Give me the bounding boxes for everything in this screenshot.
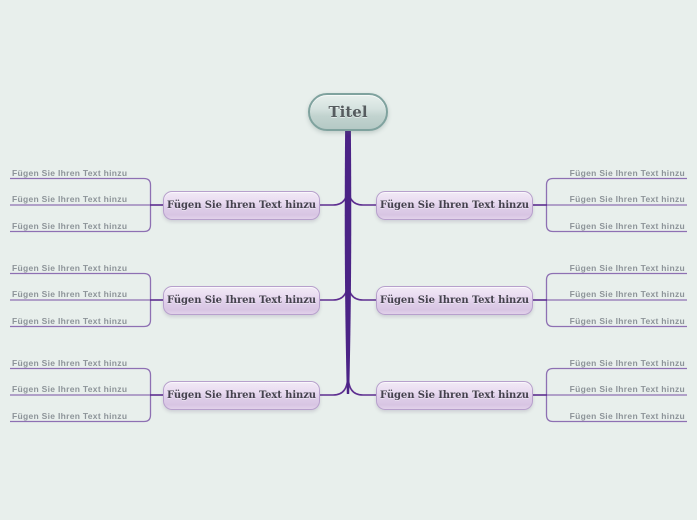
child-item[interactable]: Fügen Sie Ihren Text hinzu	[569, 194, 685, 204]
child-item[interactable]: Fügen Sie Ihren Text hinzu	[12, 384, 128, 394]
child-item[interactable]: Fügen Sie Ihren Text hinzu	[12, 410, 128, 421]
child-item[interactable]: Fügen Sie Ihren Text hinzu	[569, 220, 685, 231]
branch-node[interactable]: Fügen Sie Ihren Text hinzu	[376, 190, 533, 220]
root-node-label: Titel	[328, 103, 368, 121]
child-item[interactable]: Fügen Sie Ihren Text hinzu	[12, 220, 128, 231]
child-item[interactable]: Fügen Sie Ihren Text hinzu	[12, 262, 128, 273]
branch-node-label: Fügen Sie Ihren Text hinzu	[380, 389, 529, 401]
child-item[interactable]: Fügen Sie Ihren Text hinzu	[569, 315, 685, 326]
branch-node[interactable]: Fügen Sie Ihren Text hinzu	[376, 380, 533, 410]
child-item[interactable]: Fügen Sie Ihren Text hinzu	[569, 262, 685, 273]
child-item[interactable]: Fügen Sie Ihren Text hinzu	[569, 384, 685, 394]
branch-node[interactable]: Fügen Sie Ihren Text hinzu	[163, 380, 320, 410]
branch-node[interactable]: Fügen Sie Ihren Text hinzu	[376, 285, 533, 315]
branch-node[interactable]: Fügen Sie Ihren Text hinzu	[163, 285, 320, 315]
branch-node-label: Fügen Sie Ihren Text hinzu	[167, 199, 316, 211]
child-item[interactable]: Fügen Sie Ihren Text hinzu	[12, 194, 128, 204]
child-item[interactable]: Fügen Sie Ihren Text hinzu	[569, 167, 685, 178]
child-item[interactable]: Fügen Sie Ihren Text hinzu	[569, 289, 685, 299]
child-item[interactable]: Fügen Sie Ihren Text hinzu	[569, 410, 685, 421]
root-node[interactable]: Titel	[308, 93, 388, 131]
child-item[interactable]: Fügen Sie Ihren Text hinzu	[12, 357, 128, 368]
child-item[interactable]: Fügen Sie Ihren Text hinzu	[12, 315, 128, 326]
branch-node-label: Fügen Sie Ihren Text hinzu	[167, 389, 316, 401]
branch-node-label: Fügen Sie Ihren Text hinzu	[380, 294, 529, 306]
child-item[interactable]: Fügen Sie Ihren Text hinzu	[569, 357, 685, 368]
child-item[interactable]: Fügen Sie Ihren Text hinzu	[12, 167, 128, 178]
branch-node-label: Fügen Sie Ihren Text hinzu	[380, 199, 529, 211]
child-item[interactable]: Fügen Sie Ihren Text hinzu	[12, 289, 128, 299]
branch-node[interactable]: Fügen Sie Ihren Text hinzu	[163, 190, 320, 220]
trunk-line	[344, 131, 352, 394]
branch-node-label: Fügen Sie Ihren Text hinzu	[167, 294, 316, 306]
